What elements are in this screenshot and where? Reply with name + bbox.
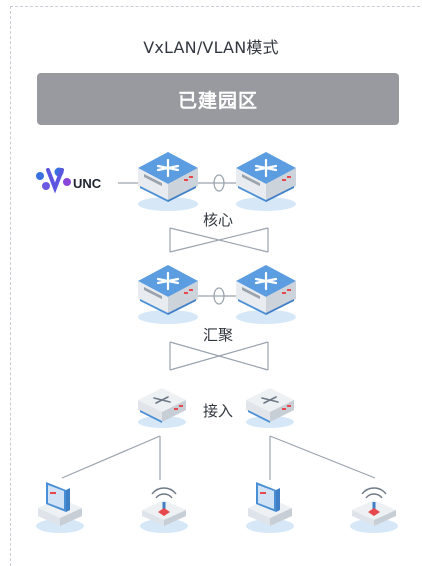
access-switch-icon — [137, 387, 187, 429]
core-switch-icon — [234, 150, 298, 213]
campus-banner-label: 已建园区 — [177, 89, 258, 112]
pc-terminal-icon — [246, 482, 294, 533]
wireless-ap-icon — [138, 486, 190, 535]
pc-terminal-icon — [36, 482, 84, 533]
access-switch-icon — [245, 387, 295, 429]
diagram-title: VxLAN/VLAN模式 — [143, 38, 279, 57]
unc-logo-icon — [36, 167, 71, 194]
core-switch-icon — [136, 150, 200, 213]
layer-label-aggregation: 汇聚 — [203, 326, 234, 344]
unc-logo-text: UNC — [73, 176, 102, 191]
layer-label-access: 接入 — [203, 402, 234, 420]
aggregation-switch-icon — [136, 263, 200, 326]
layer-label-core: 核心 — [203, 211, 234, 229]
campus-banner: 已建园区 — [37, 73, 399, 125]
wireless-ap-icon — [348, 486, 400, 535]
aggregation-switch-icon — [234, 263, 298, 326]
topology-links — [61, 174, 376, 480]
diagram-frame — [10, 6, 422, 566]
